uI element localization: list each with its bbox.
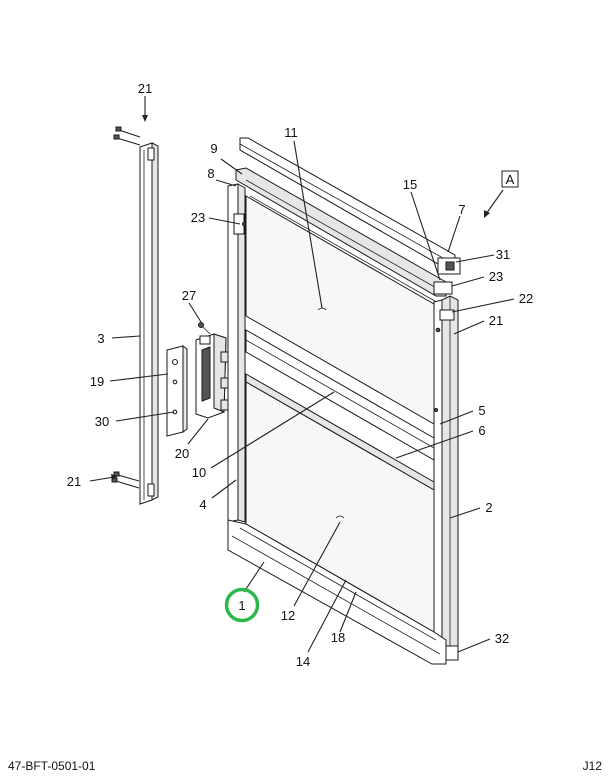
callout-labels: 21 3 19 30 21 27 20 9 8 23 11 15 7 A 31 … [67, 81, 533, 669]
vertical-channel-part-3 [139, 142, 159, 505]
callout-20: 20 [175, 446, 189, 461]
callout-21-bottom: 21 [67, 474, 81, 489]
door-frame [227, 137, 461, 665]
callout-8: 8 [207, 166, 214, 181]
callout-5: 5 [478, 403, 485, 418]
callout-9: 9 [210, 141, 217, 156]
callout-view-a: A [506, 172, 515, 187]
screws-part-21-top [113, 126, 141, 146]
callout-12: 12 [281, 608, 295, 623]
callout-23-left: 23 [191, 210, 205, 225]
footer: 47-BFT-0501-01 J12 [8, 759, 602, 773]
callout-32: 32 [495, 631, 509, 646]
callout-23-right: 23 [489, 269, 503, 284]
screws-part-21-bottom [111, 471, 140, 489]
callout-10: 10 [192, 465, 206, 480]
callout-21-top: 21 [138, 81, 152, 96]
callout-14: 14 [296, 654, 310, 669]
callout-4: 4 [199, 497, 206, 512]
callout-30: 30 [95, 414, 109, 429]
callout-18: 18 [331, 630, 345, 645]
door-handle-part-20 [195, 333, 227, 419]
footer-part-number: 47-BFT-0501-01 [8, 759, 96, 773]
callout-21-right: 21 [489, 313, 503, 328]
footer-sheet: J12 [583, 759, 603, 773]
callout-31: 31 [496, 247, 510, 262]
view-a-box [501, 170, 519, 188]
callout-11: 11 [284, 125, 298, 140]
callout-1: 1 [238, 598, 245, 613]
callout-19: 19 [90, 374, 104, 389]
callout-6: 6 [478, 423, 485, 438]
callout-2: 2 [485, 500, 492, 515]
callout-15: 15 [403, 177, 417, 192]
bracket-plate-part-19 [166, 345, 188, 437]
screw-part-27 [198, 322, 211, 335]
highlight-ring [224, 587, 260, 623]
callout-7: 7 [458, 202, 465, 217]
callout-22: 22 [519, 291, 533, 306]
callout-3: 3 [97, 331, 104, 346]
callout-27: 27 [182, 288, 196, 303]
leader-lines [89, 96, 515, 653]
